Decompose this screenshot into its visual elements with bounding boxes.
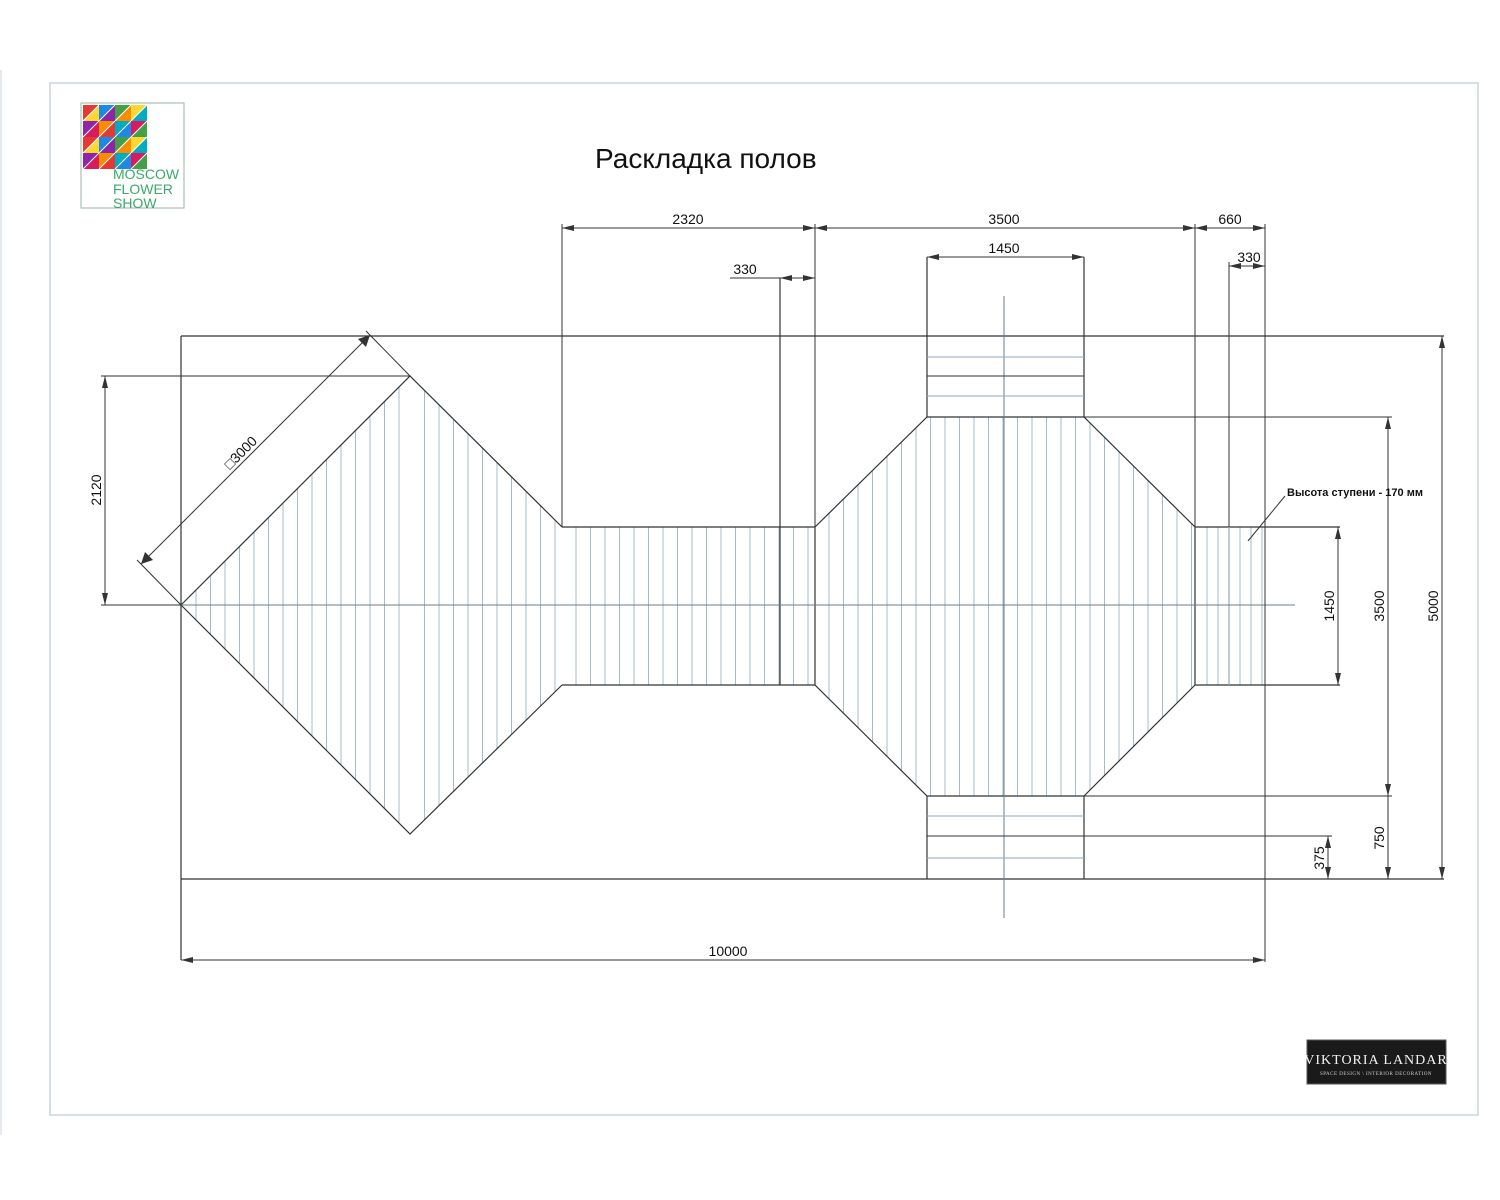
arrow-3500-left (815, 225, 827, 231)
logo-tile-divider (82, 104, 100, 122)
logo-tile-divider (114, 136, 132, 154)
arrow-750-bottom (1385, 867, 1391, 879)
logo-tile-divider (130, 104, 148, 122)
dim-label-330-left: 330 (733, 261, 757, 277)
logo-tile-divider (114, 152, 132, 170)
logo-tile-divider (114, 120, 132, 138)
logo-mosaic (82, 104, 148, 170)
signature-name: VIKTORIA LANDAR (1304, 1053, 1447, 1068)
arrow-10000-left (181, 957, 193, 963)
dim-label-330-right: 330 (1237, 249, 1261, 265)
logo-tile-divider (98, 136, 116, 154)
arrow-660-left (1195, 225, 1207, 231)
dimension-arrows (102, 225, 1445, 963)
arrow-330-left-b (803, 275, 815, 281)
dim-label-375: 375 (1311, 846, 1327, 870)
ext-diag-b (365, 330, 411, 377)
dimension-lines (101, 224, 1443, 962)
arrow-1450r-top (1335, 527, 1341, 539)
logo-tile-divider (130, 120, 148, 138)
logo-line-flower: FLOWER (113, 181, 173, 197)
arrow-375-bottom (1325, 867, 1331, 879)
arrow-375-top (1325, 836, 1331, 848)
logo-tile-divider (98, 120, 116, 138)
arrow-1450-right (1072, 254, 1084, 260)
dim-label-660: 660 (1218, 211, 1242, 227)
arrow-660-right (1253, 225, 1265, 231)
floor-outline (180, 257, 1444, 960)
sheet-frame (49, 82, 1479, 1116)
logo-tile-divider (82, 120, 100, 138)
signature-box (1306, 1039, 1447, 1085)
dim-label-1450-top: 1450 (988, 240, 1019, 256)
dim-label-2120: 2120 (88, 474, 104, 505)
dim-label-3500-top: 3500 (988, 211, 1019, 227)
arrow-5000-bottom (1439, 867, 1445, 879)
arrow-330-left-a (780, 275, 792, 281)
arrow-3500-right (1183, 225, 1195, 231)
logo-tile-divider (130, 136, 148, 154)
ext-diag-a (136, 559, 182, 606)
dim-label-3500-right: 3500 (1371, 590, 1387, 621)
arrow-330-right-a (1229, 263, 1241, 269)
dim-label-750: 750 (1371, 826, 1387, 850)
arrow-diag-a (141, 552, 153, 564)
dim-label-1450-right: 1450 (1321, 590, 1337, 621)
logo-tile-divider (114, 104, 132, 122)
logo-line-moscow: MOSCOW (113, 166, 180, 182)
dim-label-2320: 2320 (672, 211, 703, 227)
arrow-330-right-b (1253, 263, 1265, 269)
note-leader (1247, 495, 1286, 542)
logo-tile-divider (82, 152, 100, 170)
dim-label-3000: □3000 (221, 433, 260, 472)
page-title: Раскладка полов (595, 143, 817, 174)
dim-label-5000: 5000 (1425, 590, 1441, 621)
diamond-upper-edge (180, 375, 563, 606)
step-lines-light (927, 356, 1084, 859)
arrow-2120-bottom (102, 593, 108, 605)
arrow-2320-left (562, 225, 574, 231)
logo-tile-divider (82, 136, 100, 154)
logo-tile-divider (98, 152, 116, 170)
diamond-lower-edge (180, 604, 563, 835)
arrow-10000-right (1253, 957, 1265, 963)
moscow-flower-show-logo: MOSCOW FLOWER SHOW (80, 102, 185, 211)
arrow-3500r-bottom (1385, 784, 1391, 796)
arrow-1450-left (927, 254, 939, 260)
arrow-1450r-bottom (1335, 673, 1341, 685)
logo-line-show: SHOW (113, 195, 157, 211)
arrow-2320-right (803, 225, 815, 231)
logo-tile-divider (130, 152, 148, 170)
arrow-5000-top (1439, 336, 1445, 348)
dim-diag-3000 (140, 334, 371, 565)
step-lines (927, 375, 1084, 837)
step-height-note: Высота ступени - 170 мм (1287, 487, 1423, 499)
dim-label-10000: 10000 (709, 943, 748, 959)
logo-tile-divider (98, 104, 116, 122)
arrow-3500r-top (1385, 417, 1391, 429)
designer-signature: VIKTORIA LANDAR SPACE DESIGN \ INTERIOR … (1304, 1039, 1447, 1085)
signature-subtitle: SPACE DESIGN \ INTERIOR DECORATION (1320, 1072, 1432, 1077)
arrow-diag-b (358, 335, 370, 347)
arrow-2120-top (102, 376, 108, 388)
octagon (814, 416, 1196, 797)
